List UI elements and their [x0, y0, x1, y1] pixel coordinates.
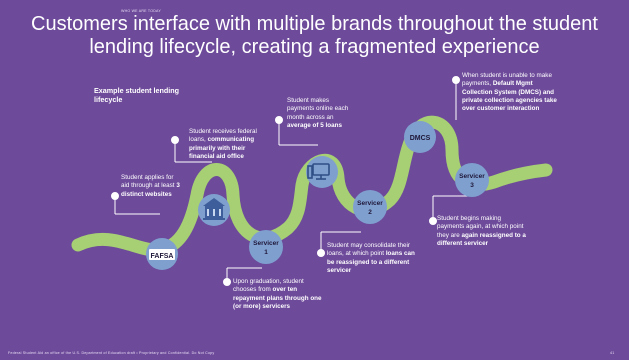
- page-title: Customers interface with multiple brands…: [31, 13, 598, 58]
- step-apply-label: Student applies for aid through at least…: [121, 174, 180, 198]
- section-tag: WHO WE ARE TODAY: [121, 9, 161, 13]
- school-node: [198, 194, 230, 226]
- servicer-3-number: 3: [470, 182, 474, 189]
- page-number: 41: [610, 351, 615, 355]
- servicer-1-node: Servicer 1: [249, 230, 283, 264]
- step-consolidate-label: Student may consolidate their loans, at …: [327, 242, 415, 274]
- fafsa-logo-text: FAFSA: [151, 253, 174, 260]
- servicer-1-label: Servicer: [253, 240, 279, 247]
- connector-dot-begins: [429, 217, 437, 225]
- dmcs-node: DMCS: [404, 121, 436, 153]
- footer-confidential: Federal Student Aid an office of the U.S…: [8, 351, 215, 355]
- computer-node: [306, 156, 338, 188]
- step-begins-label: Student begins making payments again, at…: [437, 215, 526, 247]
- servicer-2-node: Servicer 2: [353, 190, 387, 224]
- computer-icon: [307, 163, 330, 180]
- step-federal-label: Student receives federal loans, communic…: [189, 128, 257, 160]
- servicer-1-number: 1: [264, 249, 268, 256]
- step-graduation-label: Upon graduation, student chooses from ov…: [233, 278, 322, 310]
- connector-dot-payments: [275, 116, 283, 124]
- school-icon: [203, 198, 225, 220]
- connector-dot-unable: [452, 76, 460, 84]
- servicer-3-node: Servicer 3: [455, 163, 489, 197]
- step-unable-label: When student is unable to make payments,…: [462, 72, 557, 113]
- dmcs-label: DMCS: [410, 135, 431, 142]
- servicer-3-label: Servicer: [459, 173, 485, 180]
- servicer-2-label: Servicer: [357, 200, 383, 207]
- connector-dot-federal: [171, 136, 179, 144]
- connector-dot-consolidate: [317, 249, 325, 257]
- connector-dot-apply: [111, 192, 119, 200]
- connector-dot-graduation: [223, 278, 231, 286]
- servicer-2-number: 2: [368, 209, 372, 216]
- fafsa-node: FAFSA: [146, 238, 178, 270]
- step-payments-label: Student makes payments online each month…: [287, 97, 349, 129]
- example-label: Example student lending lifecycle: [94, 86, 180, 104]
